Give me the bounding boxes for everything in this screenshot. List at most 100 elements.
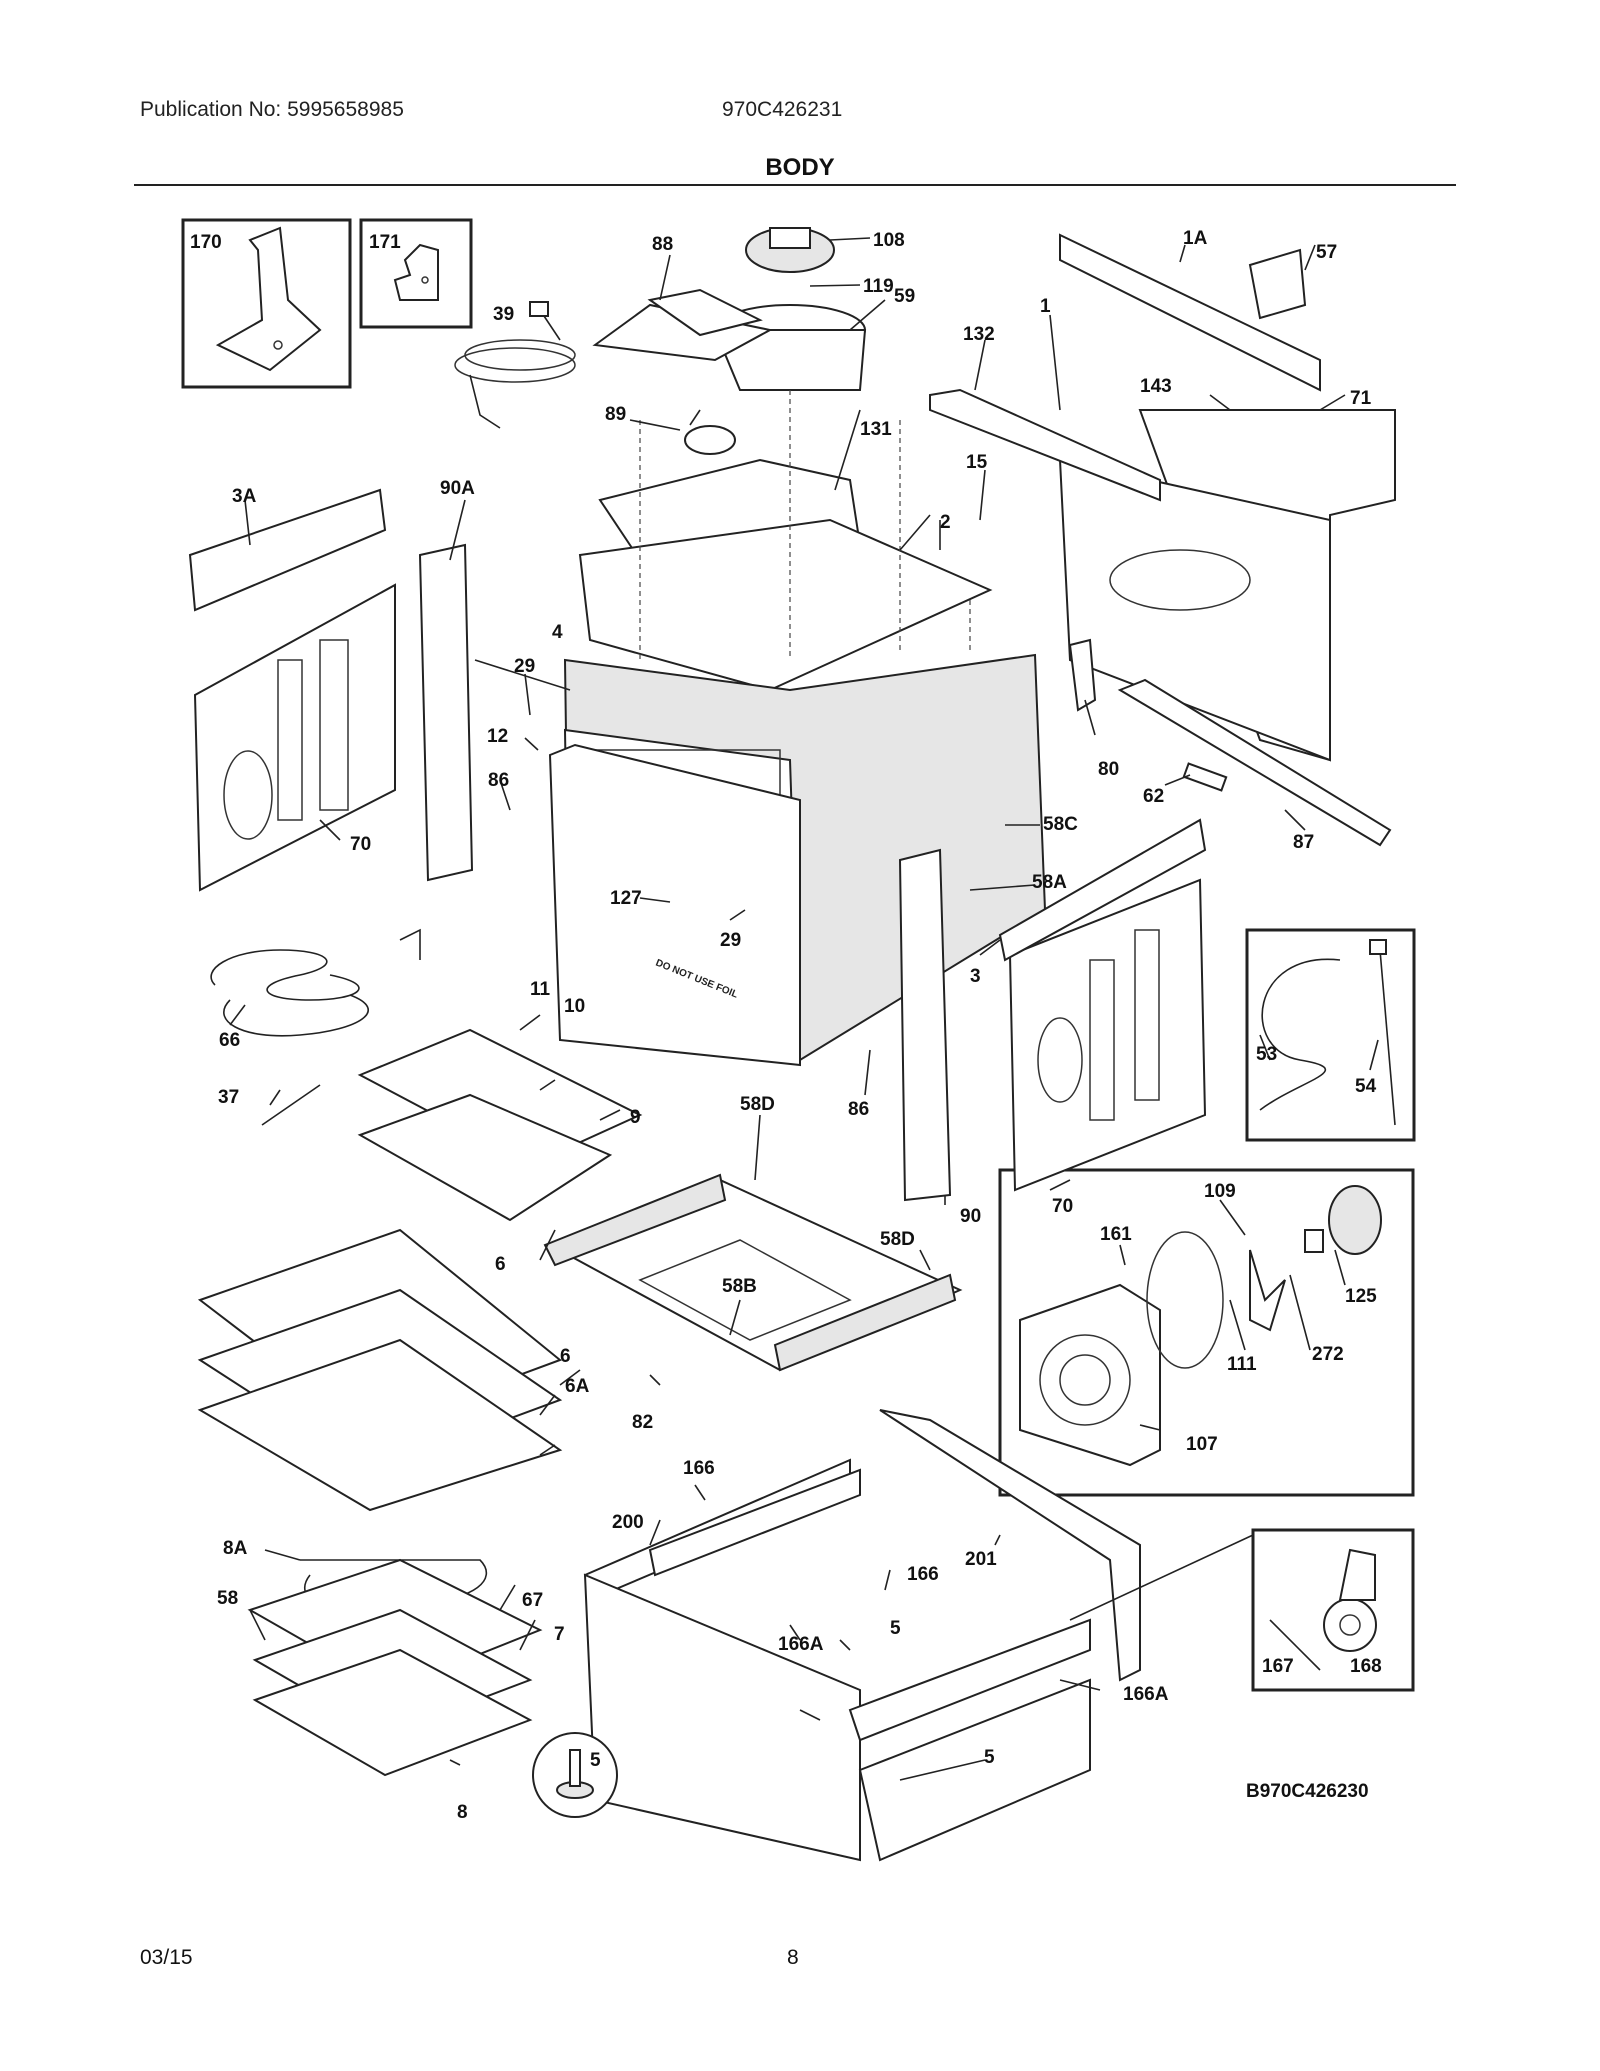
callout-5-leg: 5 — [590, 1750, 601, 1771]
callout-166-upper: 166 — [683, 1458, 715, 1479]
callout-127: 127 — [610, 888, 642, 909]
callout-58C: 58C — [1043, 814, 1078, 835]
callout-111: 111 — [1227, 1354, 1257, 1375]
callout-4: 4 — [552, 622, 563, 643]
roller-pointer — [1069, 1534, 1254, 1621]
wire-harness-53-54 — [1259, 939, 1396, 1126]
convection-fan-assembly — [1019, 1185, 1382, 1467]
callout-88: 88 — [652, 234, 673, 255]
callout-132: 132 — [963, 324, 995, 345]
oven-racks-6 — [197, 1228, 563, 1512]
callout-80: 80 — [1098, 759, 1119, 780]
callout-170: 170 — [190, 232, 222, 253]
callout-272: 272 — [1312, 1344, 1344, 1365]
callout-167: 167 — [1262, 1656, 1294, 1677]
callout-1: 1 — [1040, 296, 1051, 317]
callout-109: 109 — [1204, 1181, 1236, 1202]
callout-3: 3 — [970, 966, 981, 987]
callout-58A: 58A — [1032, 872, 1067, 893]
callout-70-right: 70 — [1052, 1196, 1073, 1217]
rail-87 — [1117, 678, 1392, 847]
callout-67: 67 — [522, 1590, 543, 1611]
callout-8: 8 — [457, 1802, 468, 1823]
door-seal-11 — [548, 743, 801, 1067]
callout-15: 15 — [966, 452, 988, 473]
callout-201: 201 — [965, 1549, 997, 1570]
sensor-37 — [261, 1084, 321, 1126]
inset-box-wiring — [1245, 928, 1416, 1142]
callout-70-left: 70 — [350, 834, 371, 855]
diagram-code: B970C426230 — [1246, 1781, 1369, 1802]
inset-box-convection — [998, 1168, 1415, 1497]
callout-87: 87 — [1293, 832, 1314, 853]
callout-58: 58 — [217, 1588, 238, 1609]
insulation-strip-90 — [898, 848, 952, 1202]
callout-29-bottom: 29 — [720, 930, 741, 951]
callout-37: 37 — [218, 1087, 239, 1108]
inset-box-171 — [359, 218, 473, 329]
callout-82: 82 — [632, 1412, 653, 1433]
section-title: BODY — [765, 154, 835, 181]
callout-5-right: 5 — [890, 1618, 901, 1639]
callout-161: 161 — [1100, 1224, 1132, 1245]
rail-3A — [188, 488, 387, 612]
callout-58D-right: 58D — [880, 1229, 915, 1250]
callout-6-middle: 6 — [560, 1346, 571, 1367]
bracket-80 — [1068, 638, 1097, 712]
callout-6A: 6A — [565, 1376, 590, 1397]
callout-6-top: 6 — [495, 1254, 506, 1275]
callout-11: 11 — [530, 979, 551, 1000]
publication-number: Publication No: 5995658985 — [140, 98, 404, 121]
power-cord-39 — [454, 301, 576, 429]
callout-90A: 90A — [440, 478, 475, 499]
rail-1A — [1059, 233, 1321, 392]
callout-143: 143 — [1140, 376, 1172, 397]
callout-8A: 8A — [223, 1538, 248, 1559]
callout-57: 57 — [1316, 242, 1337, 263]
callout-2: 2 — [940, 512, 951, 533]
title-rule — [134, 184, 1456, 186]
callout-59: 59 — [894, 286, 915, 307]
callout-5-bottom: 5 — [984, 1747, 995, 1768]
rear-panel-71 — [1058, 409, 1396, 762]
callout-58D-top: 58D — [740, 1094, 775, 1115]
callout-3A: 3A — [232, 486, 257, 507]
callout-168: 168 — [1350, 1656, 1382, 1677]
rail-58A — [998, 818, 1207, 962]
insulation-strip-90A — [418, 543, 474, 882]
top-panel-2 — [578, 518, 993, 692]
inset-box-roller — [1251, 1528, 1415, 1692]
callout-7: 7 — [554, 1624, 565, 1645]
callout-29-top: 29 — [514, 656, 535, 677]
callout-86-right: 86 — [848, 1099, 869, 1120]
callout-125: 125 — [1345, 1286, 1377, 1307]
leveling-leg-5 — [532, 1732, 618, 1818]
assembly-lines — [639, 390, 971, 660]
callout-labels: 170 171 39 88 108 119 59 1A 57 132 1 143… — [190, 228, 1382, 1823]
inset-box-170 — [181, 218, 352, 389]
bracket-132 — [929, 388, 1161, 502]
thermostat-89 — [684, 409, 736, 455]
callout-171: 171 — [369, 232, 401, 253]
callout-58B: 58B — [722, 1276, 757, 1297]
bracket-171 — [393, 243, 439, 301]
callout-166-lower: 166 — [907, 1564, 939, 1585]
drawer-body-200-201 — [583, 1409, 1141, 1862]
callout-107: 107 — [1186, 1434, 1218, 1455]
bracket-170 — [215, 226, 322, 372]
drawer-frame-58D — [543, 1173, 963, 1372]
callout-166A-right: 166A — [1123, 1684, 1169, 1705]
callout-53: 53 — [1256, 1044, 1277, 1065]
callout-39: 39 — [493, 304, 514, 325]
callout-10: 10 — [564, 996, 585, 1017]
callout-9: 9 — [630, 1107, 641, 1128]
callout-62: 62 — [1143, 786, 1164, 807]
cover-8 — [252, 1648, 533, 1777]
broil-element-66 — [210, 928, 421, 1037]
model-number: 970C426231 — [722, 98, 843, 121]
callout-86-left: 86 — [488, 770, 509, 791]
cover-57 — [1248, 248, 1307, 320]
footer-date: 03/15 — [140, 1946, 193, 1969]
cooling-fan-assembly — [592, 227, 867, 391]
